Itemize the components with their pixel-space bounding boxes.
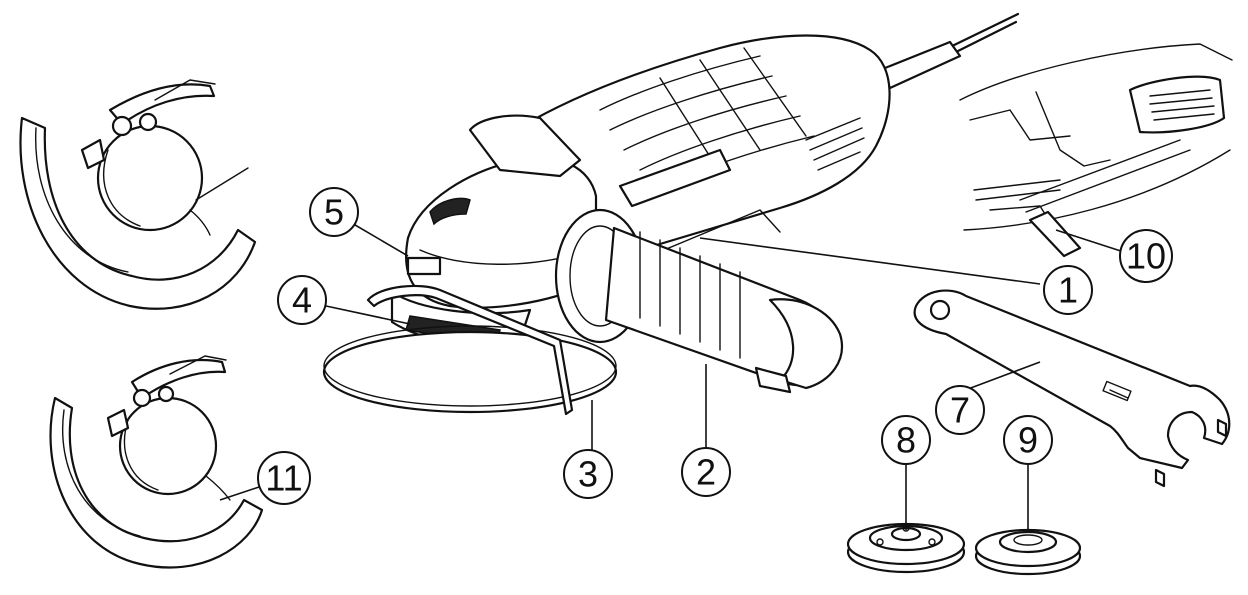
callout-5: 5 [309,187,359,237]
callout-4: 4 [277,275,327,325]
leader-lines [219,221,1131,530]
inner-flange-illustration [846,522,966,574]
leader-7 [959,361,1041,393]
callout-8: 8 [881,415,931,465]
leader-1 [699,237,1041,285]
callout-1: 1 [1043,265,1093,315]
outer-flange-illustration [974,528,1082,576]
wheel-guard-bottom-illustration [49,355,264,569]
leader-11 [219,485,263,501]
callout-4-label: 4 [292,280,312,321]
wheel-guard-top-illustration [19,79,257,310]
callout-7: 7 [935,385,985,435]
callout-9-label: 9 [1018,420,1038,461]
angle-grinder-illustration [322,12,1020,416]
leader-10 [1055,229,1131,255]
spanner-wrench-illustration [913,289,1231,488]
callout-8-label: 8 [896,420,916,461]
callout-2-label: 2 [696,452,716,493]
callout-7-label: 7 [950,390,970,431]
callout-9: 9 [1003,415,1053,465]
inset-handle-illustration [959,43,1233,258]
leader-4 [325,305,411,325]
callout-10-label: 10 [1126,236,1166,277]
callout-1-label: 1 [1058,270,1078,311]
callout-11-label: 11 [265,458,302,499]
callout-2: 2 [681,447,731,497]
callout-3-label: 3 [578,454,598,495]
leader-5 [349,221,409,257]
callout-11: 11 [257,451,311,505]
callout-5-label: 5 [324,192,344,233]
callout-3: 3 [563,449,613,499]
callout-10: 10 [1119,229,1173,283]
